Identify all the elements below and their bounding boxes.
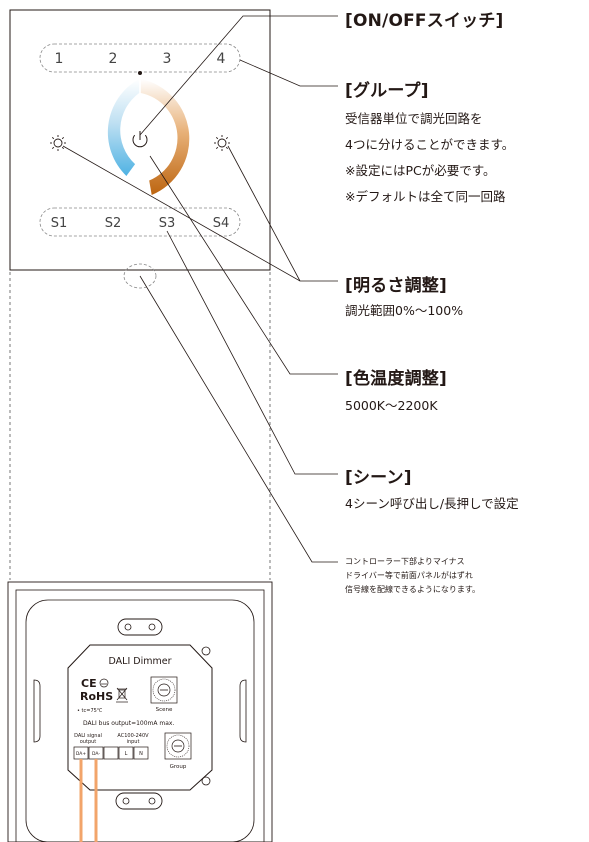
warm-ring-segment[interactable] xyxy=(140,79,190,195)
brightness-up-icon[interactable] xyxy=(214,135,230,151)
onoff-title: [ON/OFFスイッチ] xyxy=(345,11,504,31)
ac-input-label-1: AC100-240V xyxy=(117,733,149,739)
ac-input-label-2: input xyxy=(127,739,140,745)
group-desc-4: ※デフォルトは全て同一回路 xyxy=(345,189,506,204)
colortemp-desc: 5000K〜2200K xyxy=(345,398,438,413)
scene-button-s1[interactable]: S1 xyxy=(51,216,68,231)
scene-switch-label: Scene xyxy=(156,707,173,713)
dali-signal-label: DALI signal xyxy=(74,733,102,739)
cert-icon xyxy=(99,678,109,688)
left-side-bracket xyxy=(33,679,41,743)
group-title: [グループ] xyxy=(345,81,429,101)
module-title: DALI Dimmer xyxy=(109,656,172,667)
cool-ring-segment[interactable] xyxy=(107,79,140,176)
scene-button-s3[interactable]: S3 xyxy=(159,216,176,231)
group-desc-1: 受信器単位で調光回路を xyxy=(345,111,483,126)
leader-note xyxy=(139,275,338,563)
bus-output-spec: DALI bus output=100mA max. xyxy=(83,720,174,727)
brightness-desc: 調光範囲0%〜100% xyxy=(345,303,464,318)
scene-rotary-switch[interactable] xyxy=(150,676,178,704)
group-number-1[interactable]: 1 xyxy=(55,51,64,67)
terminal-n-label: N xyxy=(139,751,143,757)
top-mount-slot xyxy=(117,618,163,636)
colortemp-title: [色温度調整] xyxy=(345,369,447,389)
scene-button-s2[interactable]: S2 xyxy=(105,216,122,231)
dali-output-label: output xyxy=(80,739,97,745)
terminal-l[interactable] xyxy=(118,746,134,760)
weee-bin-icon xyxy=(116,687,128,703)
group-rotary-switch[interactable] xyxy=(164,732,192,760)
bottom-mount-slot xyxy=(115,792,163,810)
power-icon[interactable] xyxy=(132,131,148,148)
group-switch-label: Group xyxy=(170,764,187,770)
mount-hole-bottom-right xyxy=(201,776,211,786)
ce-mark: CE xyxy=(81,677,97,690)
leader-scene xyxy=(166,230,338,475)
scene-pill xyxy=(39,207,241,237)
leader-colortemp xyxy=(149,155,338,375)
note-line-2: ドライバー等で前面パネルがはずれ xyxy=(345,571,473,580)
group-desc-2: 4つに分けることができます。 xyxy=(345,137,515,152)
mount-hole-top-right xyxy=(201,646,211,656)
indicator-dot xyxy=(138,71,142,75)
scene-button-s4[interactable]: S4 xyxy=(213,216,230,231)
right-side-bracket xyxy=(239,679,247,743)
terminal-da-minus-label: DA- xyxy=(92,751,100,757)
terminal-n[interactable] xyxy=(133,746,149,760)
terminal-blank[interactable] xyxy=(103,746,119,760)
brightness-down-icon[interactable] xyxy=(50,135,66,151)
back-mount-plate xyxy=(25,599,255,842)
leader-onoff xyxy=(139,15,338,136)
release-slot-marker xyxy=(123,263,157,289)
group-desc-3: ※設定にはPCが必要です。 xyxy=(345,163,496,178)
back-inner-frame xyxy=(15,589,265,842)
terminal-l-label: L xyxy=(125,751,128,757)
note-line-3: 信号線を配線できるようになります。 xyxy=(345,585,481,594)
group-number-3[interactable]: 3 xyxy=(163,51,172,67)
scene-title: [シーン] xyxy=(345,468,412,488)
group-number-2[interactable]: 2 xyxy=(109,51,118,67)
note-line-1: コントローラー下部よりマイナス xyxy=(345,557,465,566)
scene-desc: 4シーン呼び出し/長押しで設定 xyxy=(345,496,519,511)
leader-group xyxy=(239,59,338,87)
leader-brightness-right xyxy=(227,145,301,282)
terminal-da-plus-label: DA+ xyxy=(76,751,86,757)
rohs-mark: RoHS xyxy=(80,690,113,703)
tc-rating: • tc=75℃ xyxy=(77,708,103,714)
brightness-title: [明るさ調整] xyxy=(345,276,447,296)
group-number-4[interactable]: 4 xyxy=(217,51,226,67)
